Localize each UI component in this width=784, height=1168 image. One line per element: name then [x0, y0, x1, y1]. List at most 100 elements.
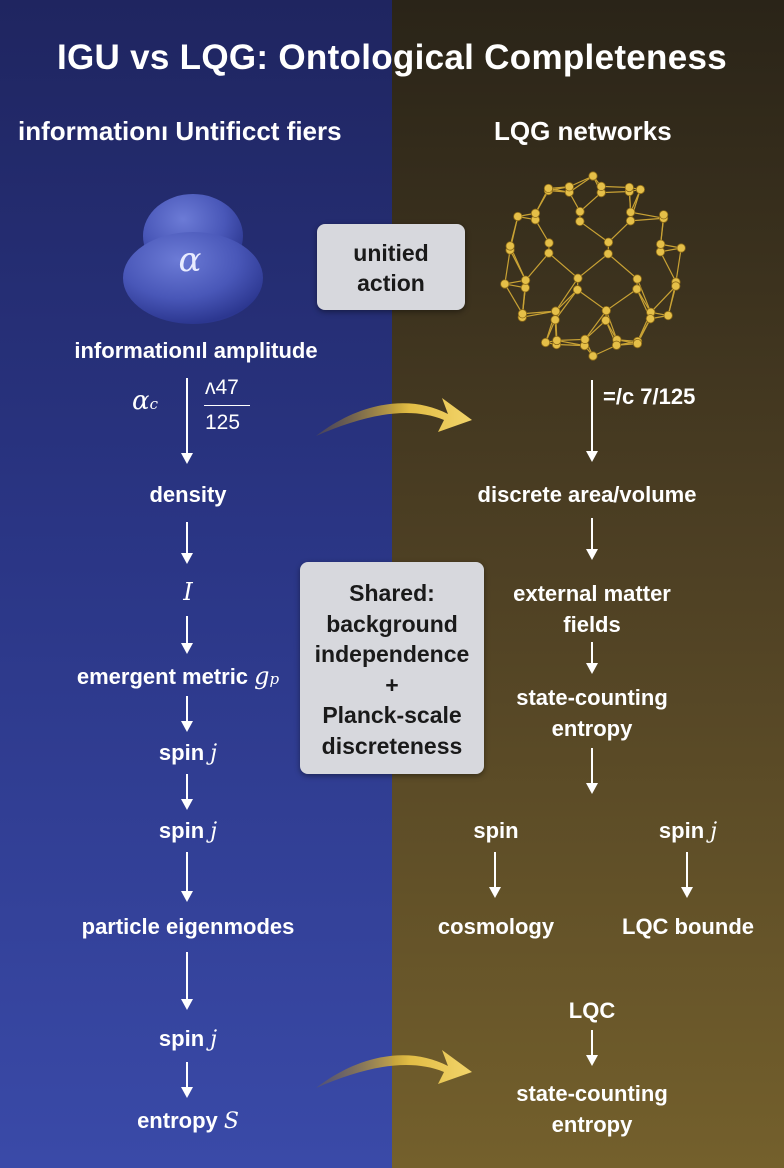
network-node [655, 247, 666, 257]
cosmology-label: cosmology [437, 914, 555, 939]
network-node [645, 314, 655, 324]
flow-arrow [586, 380, 598, 462]
network-node [572, 285, 583, 295]
network-link [577, 253, 609, 279]
network-node [624, 182, 634, 193]
network-link [554, 289, 578, 321]
network-node [513, 211, 523, 222]
network-node [663, 310, 673, 321]
network-link [555, 289, 578, 312]
network-link [601, 190, 630, 194]
spin-j-label-right: spin j [658, 818, 718, 844]
flow-arrow [181, 696, 193, 732]
network-link [630, 211, 664, 219]
shared-properties-box: Shared: background independence + Planck… [300, 562, 484, 774]
network-node [611, 340, 622, 350]
flow-arrow [181, 378, 193, 464]
unified-line-2: action [357, 270, 425, 296]
shared-line-4: + [385, 671, 399, 698]
spin-j-label-2: spin j [158, 818, 218, 844]
network-node [671, 281, 681, 291]
network-link [556, 338, 586, 342]
spin-j-label-3: spin j [158, 1026, 218, 1052]
lqg-network-icon [500, 171, 686, 361]
network-link [504, 283, 523, 315]
flow-arrow [181, 852, 193, 902]
network-node [544, 238, 554, 248]
network-node [552, 335, 562, 346]
network-link [675, 247, 682, 283]
informational-amplitude-label: informationıl amplitude [74, 338, 318, 363]
network-node [603, 237, 614, 247]
network-node [601, 305, 611, 316]
information-blob-icon [123, 194, 263, 324]
gold-curved-arrow-icon [316, 398, 472, 436]
flow-arrow [586, 518, 598, 560]
network-link [607, 253, 638, 280]
shared-line-3: independence [314, 641, 470, 667]
discrete-area-volume-label: discrete area/volume [477, 482, 697, 507]
emergent-metric-label: emergent metric gp [76, 662, 280, 690]
network-node [517, 309, 528, 319]
flow-arrow [586, 748, 598, 794]
network-link [605, 288, 638, 312]
network-link [584, 310, 607, 340]
network-node [505, 241, 515, 251]
spin-label-right: spin [473, 818, 519, 843]
network-link [555, 277, 579, 312]
lqc-label: LQC [568, 998, 616, 1023]
network-link [568, 175, 594, 193]
entropy-s-label: entropy S [137, 1108, 239, 1134]
network-node [656, 239, 666, 249]
density-label: density [149, 482, 227, 507]
left-column-heading: informationı Untificct fiers [18, 116, 342, 146]
network-node [625, 216, 636, 226]
unified-line-1: unitied [353, 240, 429, 266]
right-column-heading: LQG networks [494, 116, 672, 146]
network-links [504, 175, 682, 357]
ratio-label: =/c 7/125 [603, 384, 696, 409]
network-node [500, 279, 510, 289]
network-node [588, 351, 598, 361]
network-node [676, 243, 686, 253]
fraction-denominator: 125 [205, 411, 241, 434]
network-node [601, 315, 611, 326]
network-link [579, 192, 602, 213]
network-node [573, 273, 583, 283]
alpha-c-symbol: αc [132, 386, 158, 416]
lqc-bounce-label: LQC bounde [622, 914, 754, 939]
network-link [636, 278, 652, 313]
shared-line-1: Shared: [349, 580, 435, 606]
network-node [544, 248, 554, 258]
i-symbol: I [183, 578, 193, 606]
network-node [543, 183, 554, 194]
fraction-bar [204, 405, 250, 406]
network-node [575, 216, 585, 227]
network-link [556, 343, 585, 347]
network-node [635, 184, 646, 195]
network-node [564, 182, 574, 192]
network-link [504, 249, 511, 285]
network-node [588, 171, 598, 181]
alpha-symbol: α [178, 240, 202, 280]
network-link [577, 289, 607, 312]
network-node [540, 337, 551, 348]
page-title: IGU vs LQG: Ontological Completeness [56, 38, 728, 77]
network-link [556, 339, 585, 347]
network-node [659, 210, 669, 220]
network-node [551, 306, 561, 316]
network-link [605, 310, 618, 340]
flow-arrow [181, 1062, 193, 1098]
fraction-numerator: ᴧ47 [205, 376, 239, 399]
flow-arrow [586, 642, 598, 674]
network-link [584, 319, 607, 340]
network-node [596, 181, 606, 191]
network-node [580, 334, 590, 344]
network-node [626, 207, 636, 217]
particle-eigenmodes-label: particle eigenmodes [81, 914, 295, 939]
spin-j-label-1: spin j [158, 740, 218, 766]
network-node [603, 249, 613, 259]
network-node [575, 206, 585, 217]
flow-arrow [181, 522, 193, 564]
flow-arrow [181, 952, 193, 1010]
